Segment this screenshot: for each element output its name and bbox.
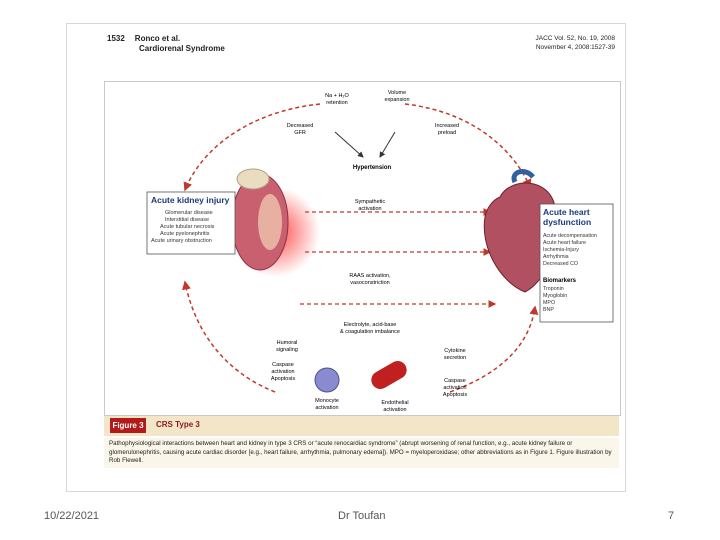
ahd-item: Acute decompensation bbox=[543, 233, 597, 239]
arrow-hypertension bbox=[334, 131, 364, 158]
header-left: 1532 Ronco et al. Cardiorenal Syndrome bbox=[107, 34, 225, 54]
heart-vessels-icon bbox=[511, 169, 535, 184]
blood-vessel-icon bbox=[371, 361, 407, 389]
ahd-item: Arrhythmia bbox=[543, 254, 569, 260]
kidney-inner-icon bbox=[258, 194, 282, 250]
page-header: 1532 Ronco et al. Cardiorenal Syndrome JA… bbox=[107, 34, 615, 74]
footer-date: 10/22/2021 bbox=[44, 510, 100, 522]
header-journal: JACC Vol. 52, No. 19, 2008 bbox=[535, 35, 616, 42]
slide-number: 7 bbox=[668, 510, 675, 522]
monocyte-icon bbox=[314, 367, 340, 393]
aki-title: Acute kidney injury bbox=[151, 195, 230, 205]
arc-bottom-right bbox=[449, 305, 539, 393]
figure-title: CRS Type 3 bbox=[156, 420, 200, 429]
adrenal-icon bbox=[236, 168, 270, 190]
arc-bottom-left bbox=[182, 280, 276, 393]
header-page-number: 1532 bbox=[107, 34, 125, 43]
label-electrolyte: Electrolyte, acid-base& coagulation imba… bbox=[340, 322, 400, 335]
header-topic: Cardiorenal Syndrome bbox=[139, 44, 225, 53]
figure-caption: Pathophysiological interactions between … bbox=[104, 438, 619, 468]
label-raas: RAAS activation,vasoconstriction bbox=[349, 273, 391, 286]
ahd-item: Acute heart failure bbox=[543, 240, 586, 246]
aki-item: Acute pyelonephritis bbox=[160, 231, 210, 237]
aki-list: Glomerular disease Interstitial disease … bbox=[151, 210, 216, 244]
aki-box bbox=[146, 191, 236, 255]
header-right: JACC Vol. 52, No. 19, 2008 November 4, 2… bbox=[536, 34, 616, 52]
ahd-item: Ischemia-Injury bbox=[543, 247, 579, 253]
biomarker-item: Troponin bbox=[543, 286, 564, 292]
biomarker-item: Myoglobin bbox=[543, 293, 567, 299]
aki-item: Glomerular disease bbox=[165, 210, 213, 216]
figure-label: Figure 3 bbox=[110, 418, 146, 433]
label-hypertension: Hypertension bbox=[353, 165, 392, 171]
aki-item: Acute tubular necrosis bbox=[160, 224, 215, 230]
article-figure-image: 1532 Ronco et al. Cardiorenal Syndrome JA… bbox=[66, 23, 626, 492]
figure-caption-bar: Figure 3 CRS Type 3 bbox=[104, 416, 619, 436]
heart-icon bbox=[483, 182, 559, 293]
figure-diagram-area: Acute kidney injury Glomerular disease I… bbox=[104, 81, 621, 416]
aki-item: Acute urinary obstruction bbox=[151, 238, 212, 244]
aki-item: Interstitial disease bbox=[165, 217, 209, 223]
ahd-box bbox=[539, 203, 614, 323]
footer-author: Dr Toufan bbox=[338, 510, 386, 522]
crs-diagram: Acute kidney injury Glomerular disease I… bbox=[146, 90, 614, 413]
arc-top-right bbox=[404, 103, 532, 189]
ahd-title-line: dysfunction bbox=[543, 217, 591, 227]
ahd-title: Acute heart dysfunction bbox=[543, 207, 592, 227]
biomarker-item: MPO bbox=[543, 300, 555, 306]
biomarker-item: BNP bbox=[543, 307, 554, 313]
biomarkers-title: Biomarkers bbox=[543, 278, 577, 284]
ahd-item: Decreased CO bbox=[543, 261, 578, 267]
ahd-list: Acute decompensation Acute heart failure… bbox=[543, 233, 598, 267]
header-authors: Ronco et al. bbox=[134, 34, 181, 43]
arrow-hypertension-right bbox=[379, 131, 396, 158]
ahd-title-line: Acute heart bbox=[543, 207, 590, 217]
header-date-pages: November 4, 2008:1527-39 bbox=[535, 44, 615, 51]
biomarker-list: Troponin Myoglobin MPO BNP bbox=[543, 286, 569, 313]
